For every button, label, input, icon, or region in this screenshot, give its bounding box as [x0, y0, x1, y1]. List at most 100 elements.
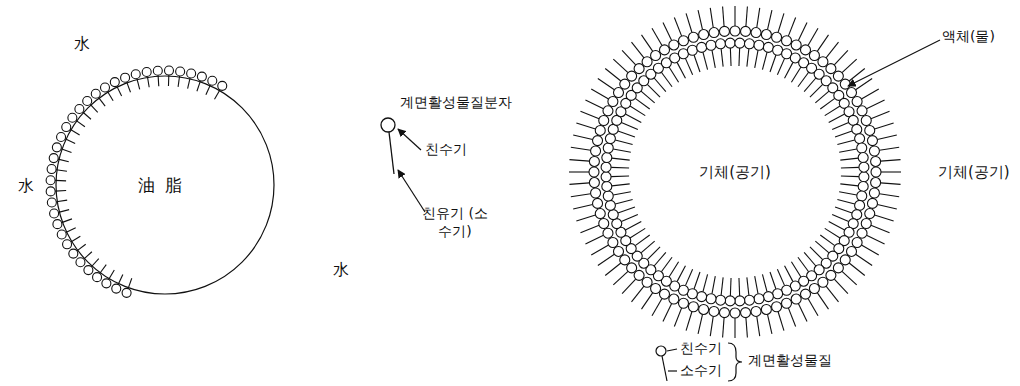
- surfactant-tail: [877, 204, 896, 208]
- surfactant-tail: [804, 252, 816, 266]
- surfactant-head: [818, 277, 828, 287]
- surfactant-head: [719, 26, 729, 36]
- surfactant-tail: [188, 78, 191, 89]
- oil-droplet: 油脂: [55, 75, 275, 295]
- surfactant-tail: [734, 318, 735, 338]
- surfactant-tail: [837, 199, 854, 204]
- surfactant-head: [840, 255, 850, 265]
- surfactant-head: [869, 188, 879, 198]
- surfactant-tail: [710, 8, 713, 28]
- surfactant-tail: [677, 266, 685, 282]
- surfactant-tail: [197, 81, 201, 91]
- surfactant-tail: [881, 183, 901, 184]
- surfactant-tail: [591, 89, 608, 99]
- surfactant-tail: [875, 215, 894, 221]
- surfactant-head: [176, 67, 185, 76]
- surfactant-head: [852, 97, 862, 107]
- surfactant-head: [697, 292, 707, 302]
- surfactant-tail: [856, 78, 873, 89]
- surfactant-tail: [840, 184, 858, 186]
- surfactant-head: [709, 28, 719, 38]
- surfactant-tail: [867, 235, 885, 244]
- surfactant-head: [589, 178, 599, 188]
- surfactant-tail: [698, 314, 702, 333]
- surfactant-head: [725, 296, 735, 306]
- surfactant-tail: [571, 147, 591, 150]
- surfactant-tail: [58, 210, 69, 213]
- surfactant-tail: [879, 194, 899, 197]
- surfactant-head: [716, 39, 726, 49]
- surfactant-head: [605, 134, 615, 144]
- surfactant-tail: [206, 85, 211, 95]
- gas-core: 기체(공기): [635, 72, 835, 272]
- surfactant-head: [69, 249, 78, 258]
- surfactant-tail: [598, 254, 615, 265]
- surfactant-tail: [840, 158, 858, 160]
- surfactant-head: [121, 73, 130, 82]
- surfactant-head: [852, 238, 862, 248]
- surfactant-tail: [746, 318, 747, 338]
- surfactant-tail: [703, 52, 708, 69]
- surfactant-tail: [573, 135, 592, 139]
- surfactant-tail: [611, 167, 629, 169]
- surfactant-head: [782, 298, 792, 308]
- surfactant-head: [634, 270, 644, 280]
- surfactant-tail: [770, 272, 776, 289]
- surfactant-head: [855, 134, 865, 144]
- surfactant-tail: [215, 90, 221, 100]
- surfactant-tail: [55, 180, 66, 182]
- surfactant-tail: [841, 167, 859, 169]
- surfactant-tail: [785, 266, 793, 282]
- surfactant-head: [605, 200, 615, 210]
- surfactant-tail: [871, 225, 890, 232]
- node-label: 기체(공기): [699, 163, 771, 182]
- surfactant-head: [102, 279, 111, 288]
- surfactant-tail: [762, 274, 767, 291]
- surfactant-head: [197, 72, 206, 81]
- surfactant-tail: [654, 78, 666, 92]
- molecule-symbol: [381, 118, 395, 174]
- surfactant-tail: [585, 100, 603, 109]
- surfactant-head: [826, 270, 836, 280]
- surfactant-tail: [569, 160, 589, 161]
- surfactant-head: [730, 308, 740, 318]
- surfactant-head: [601, 172, 611, 182]
- surfactant-head: [603, 106, 613, 116]
- surfactant-tail: [641, 241, 655, 253]
- surfactant-tail: [158, 75, 160, 86]
- surfactant-head: [589, 167, 599, 177]
- surfactant-head: [861, 219, 871, 229]
- surfactant-tail: [580, 225, 599, 232]
- surfactant-tail: [710, 316, 713, 336]
- surfactant-head: [208, 76, 217, 85]
- surfactant-head: [57, 230, 66, 239]
- surfactant-head: [751, 306, 761, 316]
- surfactant-head: [719, 308, 729, 318]
- surfactant-head: [218, 81, 227, 90]
- surfactant-head: [627, 71, 637, 81]
- surfactant-head: [63, 240, 72, 249]
- medium-label: 水: [74, 34, 90, 54]
- part-label: 친수기: [425, 141, 467, 159]
- surfactant-tail: [832, 214, 848, 221]
- surfactant-tail: [632, 42, 644, 58]
- surfactant-head: [867, 198, 877, 208]
- surfactant-tail: [77, 244, 86, 251]
- surfactant-tail: [778, 312, 784, 331]
- surfactant-head: [57, 132, 66, 141]
- surfactant-tail: [698, 10, 702, 29]
- circle-outline: [56, 76, 274, 294]
- surfactant-tail: [808, 28, 818, 45]
- surfactant-tail: [730, 278, 732, 296]
- surfactant-head: [595, 209, 605, 219]
- surfactant-tail: [605, 69, 621, 81]
- surfactant-tail: [746, 6, 747, 26]
- surfactant-tail: [734, 6, 735, 26]
- surfactant-tail: [70, 129, 79, 135]
- surfactant-head: [699, 304, 709, 314]
- surfactant-head: [833, 263, 843, 273]
- surfactant-head: [601, 162, 611, 172]
- surfactant-head: [669, 294, 679, 304]
- surfactant-head: [687, 45, 697, 55]
- surfactant-tail: [791, 67, 801, 82]
